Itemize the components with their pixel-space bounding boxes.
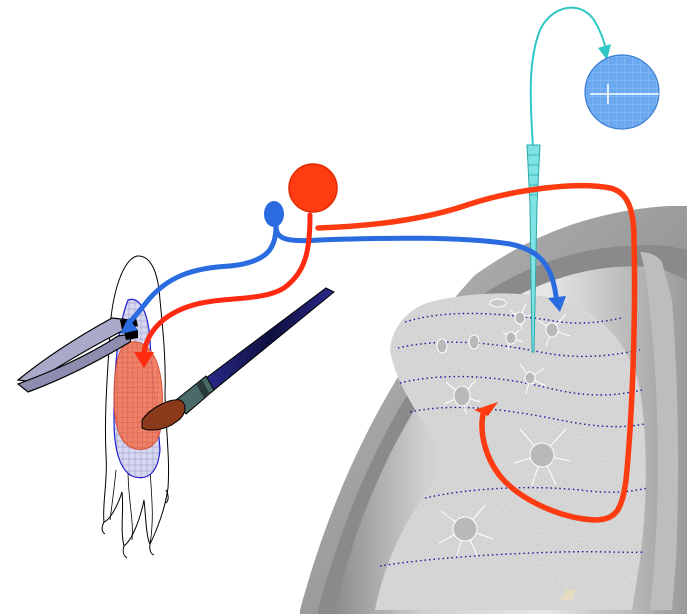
red-neuron-soma [289, 164, 337, 212]
oscilloscope-display [585, 55, 660, 129]
blue-neuron-soma [264, 201, 284, 227]
brush-handle [206, 288, 334, 390]
neuron-small-5 [437, 339, 447, 353]
neuron-small-4 [469, 335, 479, 349]
neuron-small-1 [490, 299, 506, 307]
paintbrush-icon [142, 288, 334, 430]
